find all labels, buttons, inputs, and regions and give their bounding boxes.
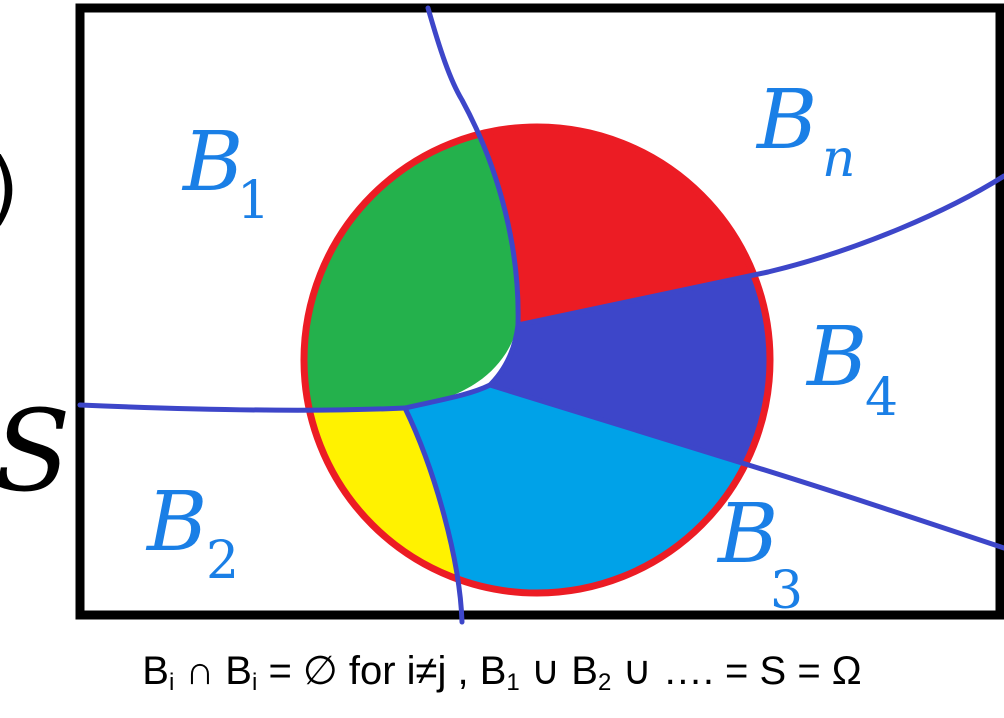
svg-text:B: B bbox=[716, 487, 778, 582]
svg-text:4: 4 bbox=[865, 368, 898, 428]
caption-part: = ∅ for i≠j , B bbox=[257, 649, 507, 693]
caption-part: ∩ B bbox=[174, 649, 252, 693]
label-b3: B 3 bbox=[716, 487, 803, 621]
svg-text:B: B bbox=[145, 475, 207, 570]
label-b4: B 4 bbox=[805, 310, 898, 428]
caption-sub: i bbox=[251, 669, 258, 696]
svg-text:n: n bbox=[822, 129, 856, 189]
caption-part: B bbox=[142, 649, 169, 693]
caption-formula: Bi ∩ Bi = ∅ for i≠j , B1 ∪ B2 ∪ …. = S =… bbox=[0, 648, 1004, 697]
boundary-bn-b4 bbox=[515, 173, 1004, 328]
boundary-b2-b3 bbox=[402, 405, 465, 625]
svg-text:B: B bbox=[805, 310, 867, 405]
partition-lines bbox=[77, 5, 1004, 625]
label-s: S bbox=[0, 387, 71, 517]
svg-text:2: 2 bbox=[206, 531, 239, 591]
caption-sub: 2 bbox=[597, 669, 612, 696]
svg-text:B: B bbox=[755, 73, 817, 168]
caption-sub: 1 bbox=[506, 669, 520, 696]
svg-text:1: 1 bbox=[237, 171, 270, 231]
label-b1: B 1 bbox=[181, 115, 270, 231]
boundary-b1-bn bbox=[425, 5, 521, 328]
label-bn: B n bbox=[755, 73, 856, 189]
svg-text:3: 3 bbox=[770, 561, 803, 621]
boundary-b4-b3 bbox=[487, 382, 1004, 551]
event-circle-border bbox=[300, 123, 774, 597]
caption-part: ∪ B bbox=[519, 649, 598, 693]
cropped-paren: ) bbox=[0, 141, 19, 234]
caption-part: ∪ …. = S = Ω bbox=[611, 649, 862, 693]
svg-text:B: B bbox=[181, 115, 243, 210]
region-blue bbox=[490, 272, 770, 470]
label-b2: B 2 bbox=[145, 475, 239, 591]
caption-sub: i bbox=[168, 669, 175, 696]
